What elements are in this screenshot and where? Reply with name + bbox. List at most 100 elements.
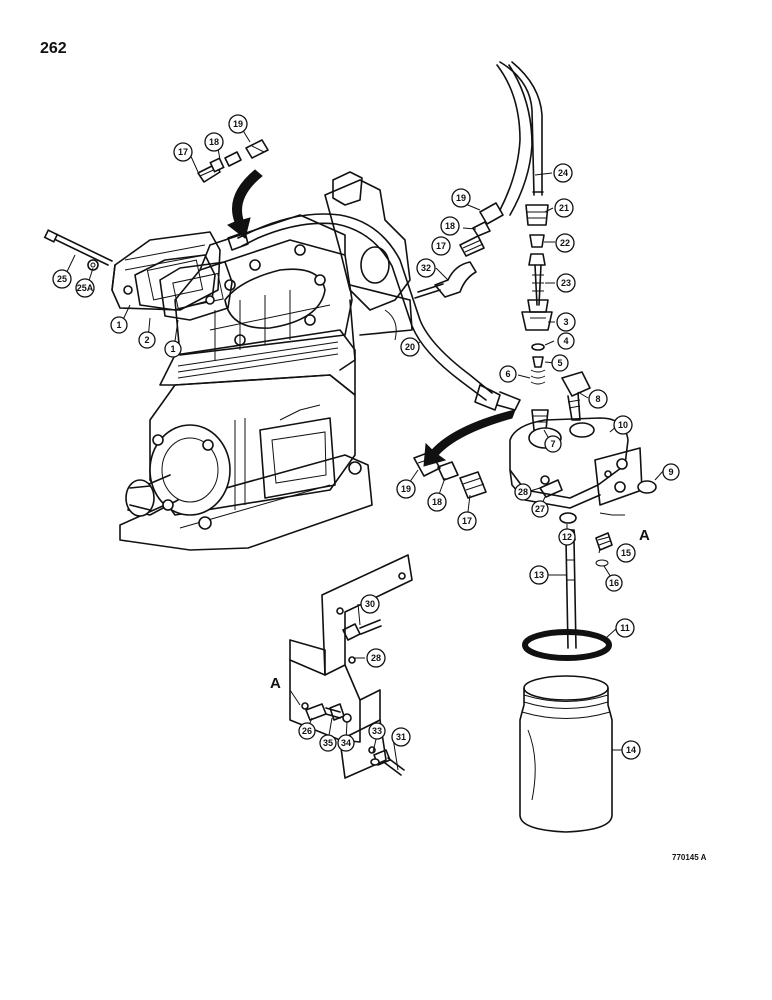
svg-text:18: 18 <box>445 221 455 231</box>
fittings-lower <box>413 451 487 499</box>
air-compressor <box>119 171 413 551</box>
callout-1b: 1 <box>164 340 182 358</box>
svg-text:32: 32 <box>421 263 431 273</box>
callout-25a: 25A <box>75 278 95 298</box>
callout-19b: 19 <box>451 188 471 208</box>
callout-10: 10 <box>613 415 633 435</box>
section-marker-a-left: A <box>270 675 281 692</box>
svg-text:7: 7 <box>550 439 555 449</box>
svg-text:11: 11 <box>620 623 630 633</box>
callout-16: 16 <box>605 574 623 592</box>
fittings-upper-centre <box>414 61 544 299</box>
leader-lines <box>63 123 665 771</box>
detail-pointer-upper <box>227 169 263 239</box>
bolt-31 <box>370 749 405 776</box>
callout-35: 35 <box>319 734 337 752</box>
bolt-nut-washer <box>305 703 352 723</box>
callout-20: 20 <box>400 337 420 357</box>
callout-32: 32 <box>416 258 436 278</box>
svg-text:33: 33 <box>372 726 382 736</box>
callout-33: 33 <box>368 722 386 740</box>
callout-8: 8 <box>588 389 608 409</box>
callout-21: 21 <box>554 198 574 218</box>
svg-text:26: 26 <box>302 726 312 736</box>
svg-text:18: 18 <box>209 137 219 147</box>
svg-text:23: 23 <box>561 278 571 288</box>
callout-6: 6 <box>499 365 517 383</box>
svg-text:9: 9 <box>668 467 673 477</box>
drawing-code: 770145 A <box>672 853 707 862</box>
svg-text:1: 1 <box>116 320 121 330</box>
svg-text:20: 20 <box>405 342 415 352</box>
callout-23: 23 <box>556 273 576 293</box>
callout-5: 5 <box>551 354 569 372</box>
callout-11: 11 <box>615 618 635 638</box>
svg-text:27: 27 <box>535 504 545 514</box>
svg-text:12: 12 <box>562 532 572 542</box>
svg-text:5: 5 <box>557 358 562 368</box>
bolt-30 <box>342 619 382 641</box>
bolt-and-washer <box>43 229 113 271</box>
callout-4: 4 <box>557 332 575 350</box>
svg-text:25: 25 <box>57 274 67 284</box>
svg-text:13: 13 <box>534 570 544 580</box>
gasket-ring <box>522 629 612 661</box>
callout-27: 27 <box>531 500 549 518</box>
svg-text:17: 17 <box>178 147 188 157</box>
callout-25: 25 <box>52 269 72 289</box>
callout-28a: 28 <box>514 483 532 501</box>
intake-valve-assembly <box>111 231 233 321</box>
svg-text:6: 6 <box>505 369 510 379</box>
svg-text:17: 17 <box>436 241 446 251</box>
callout-17b: 17 <box>431 236 451 256</box>
svg-text:28: 28 <box>371 653 381 663</box>
svg-text:22: 22 <box>560 238 570 248</box>
callout-17a: 17 <box>173 142 193 162</box>
mounting-bracket <box>289 554 413 779</box>
callout-13: 13 <box>529 565 549 585</box>
callout-24: 24 <box>553 163 573 183</box>
svg-text:28: 28 <box>518 487 528 497</box>
callout-15: 15 <box>616 543 636 563</box>
callout-17c: 17 <box>457 511 477 531</box>
svg-text:16: 16 <box>609 578 619 588</box>
svg-text:25A: 25A <box>77 283 94 293</box>
callout-31: 31 <box>391 727 411 747</box>
svg-text:14: 14 <box>626 745 636 755</box>
svg-text:19: 19 <box>233 119 243 129</box>
callout-19a: 19 <box>228 114 248 134</box>
seal-and-check-valve <box>559 512 613 567</box>
callout-14: 14 <box>621 740 641 760</box>
callout-9: 9 <box>662 463 680 481</box>
callout-2: 2 <box>138 331 156 349</box>
svg-text:31: 31 <box>396 732 406 742</box>
svg-text:34: 34 <box>341 738 351 748</box>
callout-18b: 18 <box>440 216 460 236</box>
svg-text:10: 10 <box>618 420 628 430</box>
fittings-upper-left <box>197 139 269 183</box>
plug <box>561 371 591 421</box>
svg-text:30: 30 <box>365 599 375 609</box>
callout-19c: 19 <box>396 479 416 499</box>
svg-text:19: 19 <box>456 193 466 203</box>
svg-text:24: 24 <box>558 168 568 178</box>
svg-text:21: 21 <box>559 203 569 213</box>
callout-22: 22 <box>555 233 575 253</box>
svg-text:18: 18 <box>432 497 442 507</box>
svg-text:15: 15 <box>621 548 631 558</box>
callout-3: 3 <box>556 312 576 332</box>
sediment-bowl <box>519 675 613 833</box>
svg-text:4: 4 <box>563 336 568 346</box>
svg-text:35: 35 <box>323 738 333 748</box>
callout-26: 26 <box>298 722 316 740</box>
callout-30: 30 <box>360 594 380 614</box>
callout-7: 7 <box>544 435 562 453</box>
svg-text:3: 3 <box>563 317 568 327</box>
callout-12: 12 <box>558 528 576 546</box>
svg-text:8: 8 <box>595 394 600 404</box>
callout-18c: 18 <box>427 492 447 512</box>
callout-28b: 28 <box>366 648 386 668</box>
detail-pointer-lower <box>423 409 516 467</box>
callout-bubbles: 1 1 2 3 4 5 6 7 8 9 10 11 12 13 14 15 16… <box>52 114 680 760</box>
